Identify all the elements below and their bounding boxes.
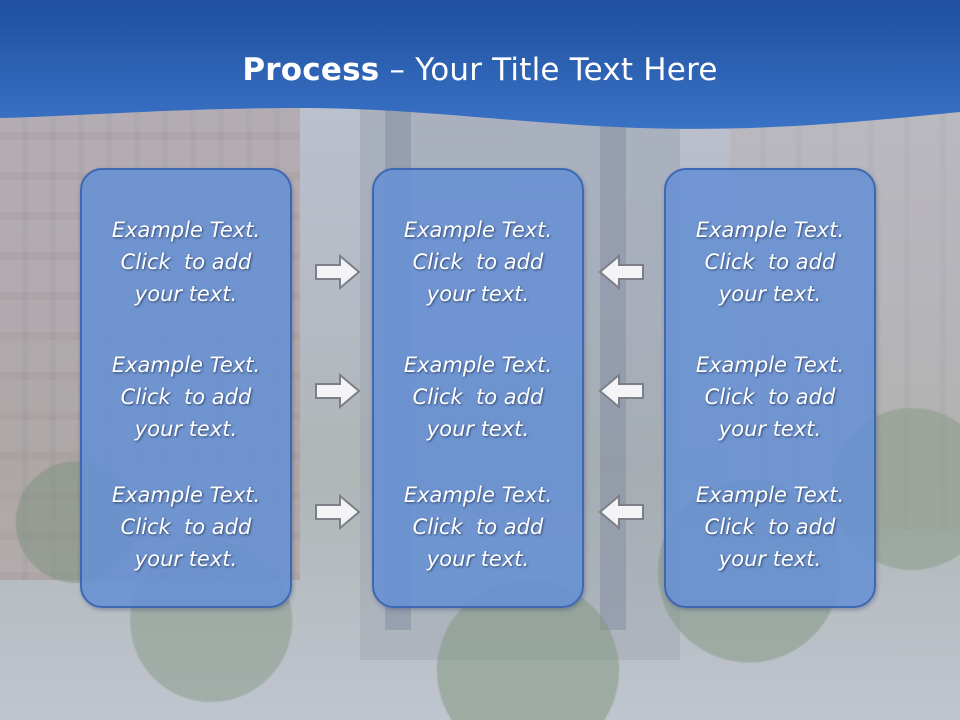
text-placeholder[interactable]: Example Text. Click to add your text. <box>82 479 290 575</box>
text-line: Example Text. <box>695 218 845 242</box>
arrow-left-icon[interactable] <box>597 372 645 410</box>
text-placeholder[interactable]: Example Text. Click to add your text. <box>666 214 874 310</box>
text-line: Example Text. <box>111 218 261 242</box>
arrow-left-icon[interactable] <box>597 253 645 291</box>
text-line: Example Text. <box>111 353 261 377</box>
text-line: Example Text. <box>403 353 553 377</box>
arrow-right-icon[interactable] <box>314 493 362 531</box>
text-line: your text. <box>718 547 822 571</box>
text-line: Click to add <box>704 250 836 274</box>
text-line: Click to add <box>120 385 252 409</box>
text-line: your text. <box>134 547 238 571</box>
arrow-right-icon[interactable] <box>314 372 362 410</box>
text-line: your text. <box>426 282 530 306</box>
slide-title-rest: – Your Title Text Here <box>379 52 718 88</box>
text-line: your text. <box>134 282 238 306</box>
text-placeholder[interactable]: Example Text. Click to add your text. <box>666 479 874 575</box>
slide-title-bold: Process <box>242 52 380 88</box>
text-line: your text. <box>426 547 530 571</box>
text-line: Example Text. <box>695 353 845 377</box>
arrow-right-icon[interactable] <box>314 253 362 291</box>
arrow-left-icon[interactable] <box>597 493 645 531</box>
text-line: Click to add <box>412 385 544 409</box>
text-placeholder[interactable]: Example Text. Click to add your text. <box>82 349 290 445</box>
text-placeholder[interactable]: Example Text. Click to add your text. <box>666 349 874 445</box>
text-line: Click to add <box>412 250 544 274</box>
text-placeholder[interactable]: Example Text. Click to add your text. <box>374 214 582 310</box>
process-box-left[interactable]: Example Text. Click to add your text. Ex… <box>80 168 292 608</box>
text-line: Example Text. <box>111 483 261 507</box>
text-line: your text. <box>718 282 822 306</box>
text-line: Click to add <box>120 515 252 539</box>
text-line: your text. <box>426 417 530 441</box>
text-placeholder[interactable]: Example Text. Click to add your text. <box>82 214 290 310</box>
text-line: Example Text. <box>695 483 845 507</box>
text-placeholder[interactable]: Example Text. Click to add your text. <box>374 349 582 445</box>
text-line: Click to add <box>120 250 252 274</box>
title-banner-shape <box>0 0 960 129</box>
text-line: Click to add <box>704 515 836 539</box>
text-line: Click to add <box>412 515 544 539</box>
text-placeholder[interactable]: Example Text. Click to add your text. <box>374 479 582 575</box>
process-box-center[interactable]: Example Text. Click to add your text. Ex… <box>372 168 584 608</box>
text-line: Click to add <box>704 385 836 409</box>
text-line: your text. <box>134 417 238 441</box>
slide-title[interactable]: Process – Your Title Text Here <box>0 52 960 88</box>
title-banner: Process – Your Title Text Here <box>0 0 960 135</box>
text-line: your text. <box>718 417 822 441</box>
text-line: Example Text. <box>403 218 553 242</box>
text-line: Example Text. <box>403 483 553 507</box>
process-box-right[interactable]: Example Text. Click to add your text. Ex… <box>664 168 876 608</box>
